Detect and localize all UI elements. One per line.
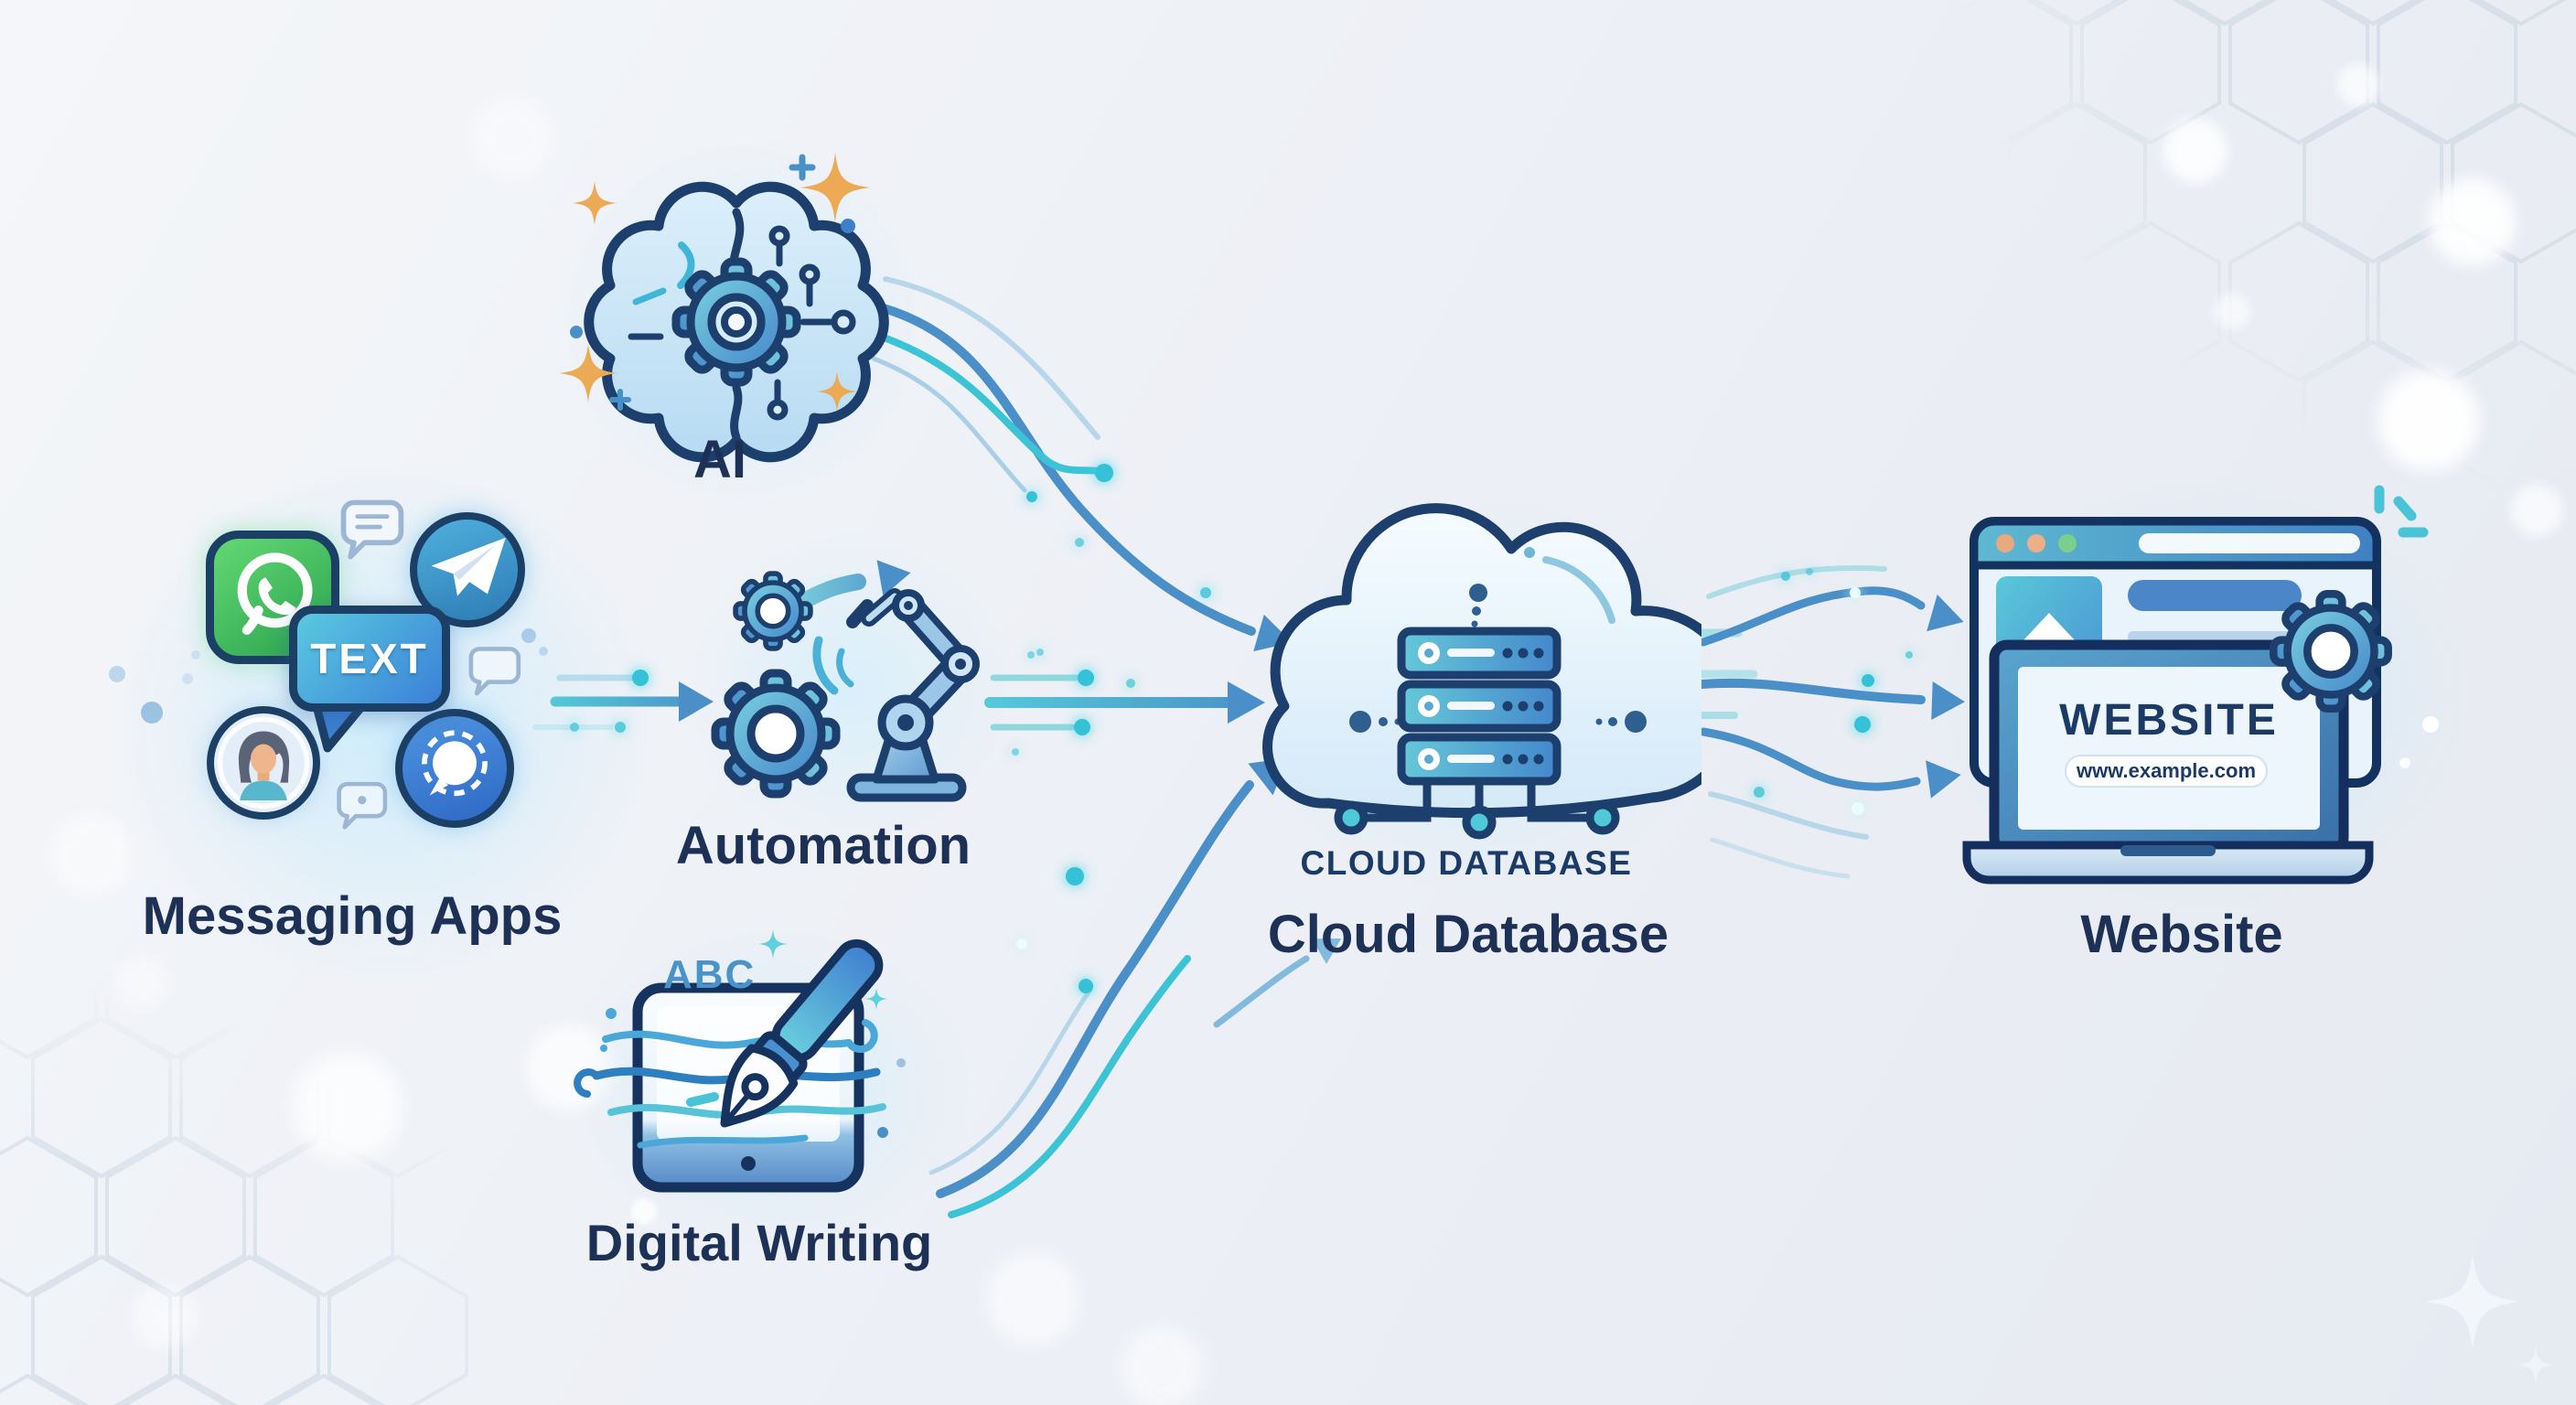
address-bar	[2139, 533, 2360, 553]
browser-dot-icon	[2027, 534, 2045, 552]
messaging-decor-dots	[109, 628, 548, 724]
bokeh-dot	[1121, 1326, 1203, 1405]
automation-label: Automation	[675, 816, 971, 875]
bokeh-dot	[133, 1285, 197, 1349]
bokeh-dot	[2163, 119, 2227, 183]
arrow-ai-to-cloud	[871, 276, 1293, 688]
text-message-bubble-icon: TEXT	[289, 606, 450, 712]
messaging-apps-label: Messaging Apps	[142, 886, 563, 946]
website-label: Website	[2080, 905, 2283, 964]
bokeh-dot	[2214, 293, 2250, 329]
cloud-database-label: Cloud Database	[1267, 905, 1669, 964]
signal-icon	[395, 709, 514, 828]
bokeh-dot	[988, 1253, 1079, 1345]
bokeh-dot	[2511, 485, 2562, 536]
chat-bubble-icon	[337, 781, 388, 830]
sparkle-icon	[758, 929, 788, 959]
gears-icon	[715, 574, 836, 794]
bokeh-dot	[2429, 178, 2516, 265]
ai-label: AI	[693, 430, 746, 489]
arrow-digital-writing-to-cloud	[928, 757, 1342, 1218]
ai-brain-gear-icon	[559, 153, 889, 463]
website-screen-title: WEBSITE	[2059, 696, 2279, 745]
arrow-automation-to-cloud	[984, 651, 1265, 756]
arrow-messaging-to-automation	[532, 670, 714, 733]
text-bubble-label: TEXT	[310, 635, 429, 682]
star-sparkle-icon	[2425, 1254, 2554, 1383]
user-avatar-icon	[207, 706, 320, 820]
server-stack-icon	[1334, 627, 1620, 840]
cloud-database-caption: CLOUD DATABASE	[1300, 844, 1633, 882]
cloud-database-icon	[1262, 503, 1701, 840]
digital-writing-icon: ABC	[574, 929, 906, 1193]
fountain-pen-icon	[720, 938, 884, 1128]
gear-icon	[2273, 594, 2388, 708]
bokeh-dot	[2378, 370, 2479, 471]
bokeh-dot	[293, 1052, 402, 1162]
bokeh-dot	[471, 96, 553, 178]
website-icon: WEBSITE www.example.com	[1962, 485, 2439, 885]
automation-icon	[677, 560, 980, 802]
chat-bubble-icon	[340, 499, 404, 560]
telegram-icon	[410, 512, 525, 627]
arrow-cloud-to-website	[1680, 564, 1965, 879]
bokeh-dot	[2337, 64, 2379, 106]
digital-writing-label: Digital Writing	[585, 1214, 933, 1271]
browser-dot-icon	[1996, 534, 2014, 552]
circuit-nodes-icon	[1349, 584, 1647, 733]
laptop-icon: WEBSITE www.example.com	[1962, 639, 2374, 885]
sparkle-icon	[2374, 485, 2429, 538]
chat-bubble-icon	[468, 647, 521, 696]
abc-text: ABC	[663, 952, 756, 997]
robot-arm-icon	[812, 588, 980, 802]
website-url-text: www.example.com	[2076, 759, 2256, 782]
sparkle-icon	[865, 988, 887, 1010]
browser-dot-icon	[2058, 534, 2077, 552]
